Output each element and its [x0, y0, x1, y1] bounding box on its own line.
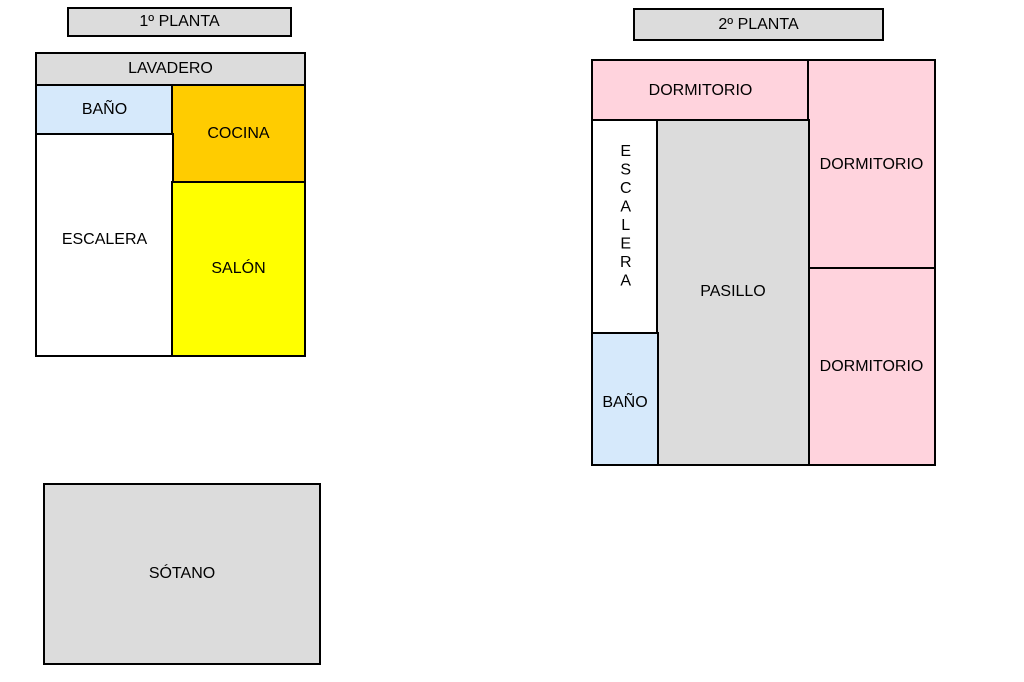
room-escalera-floor2-label: ESCALERA — [617, 143, 635, 291]
room-bano-floor1: BAÑO — [35, 84, 174, 136]
room-escalera-floor2: ESCALERA — [591, 119, 659, 335]
room-cocina: COCINA — [171, 84, 306, 184]
room-bano-floor2-label: BAÑO — [602, 394, 648, 411]
room-dormitorio-right-bottom-label: DORMITORIO — [819, 357, 924, 375]
floor1-title-text: 1º PLANTA — [139, 13, 220, 30]
room-dormitorio-right-top: DORMITORIO — [807, 59, 936, 270]
room-dormitorio-right-bottom: DORMITORIO — [807, 267, 936, 466]
room-salon-label: SALÓN — [211, 260, 266, 277]
room-bano-floor2: BAÑO — [591, 332, 659, 466]
room-lavadero-label: LAVADERO — [128, 60, 213, 77]
floor2-title-text: 2º PLANTA — [718, 15, 799, 33]
room-pasillo: PASILLO — [656, 119, 810, 466]
floor2-title: 2º PLANTA — [633, 8, 884, 41]
room-escalera-floor1: ESCALERA — [35, 133, 174, 357]
room-escalera-floor1-label: ESCALERA — [61, 231, 148, 248]
room-pasillo-label: PASILLO — [700, 282, 766, 300]
room-dormitorio-top: DORMITORIO — [591, 59, 810, 122]
room-sotano-label: SÓTANO — [148, 565, 216, 582]
room-lavadero: LAVADERO — [35, 52, 306, 86]
room-bano-floor1-label: BAÑO — [81, 101, 128, 118]
floor1-title: 1º PLANTA — [67, 7, 292, 37]
room-cocina-label: COCINA — [207, 125, 270, 142]
room-sotano: SÓTANO — [43, 483, 321, 665]
room-dormitorio-right-top-label: DORMITORIO — [819, 155, 924, 173]
room-salon: SALÓN — [171, 181, 306, 357]
room-dormitorio-top-label: DORMITORIO — [648, 81, 753, 99]
